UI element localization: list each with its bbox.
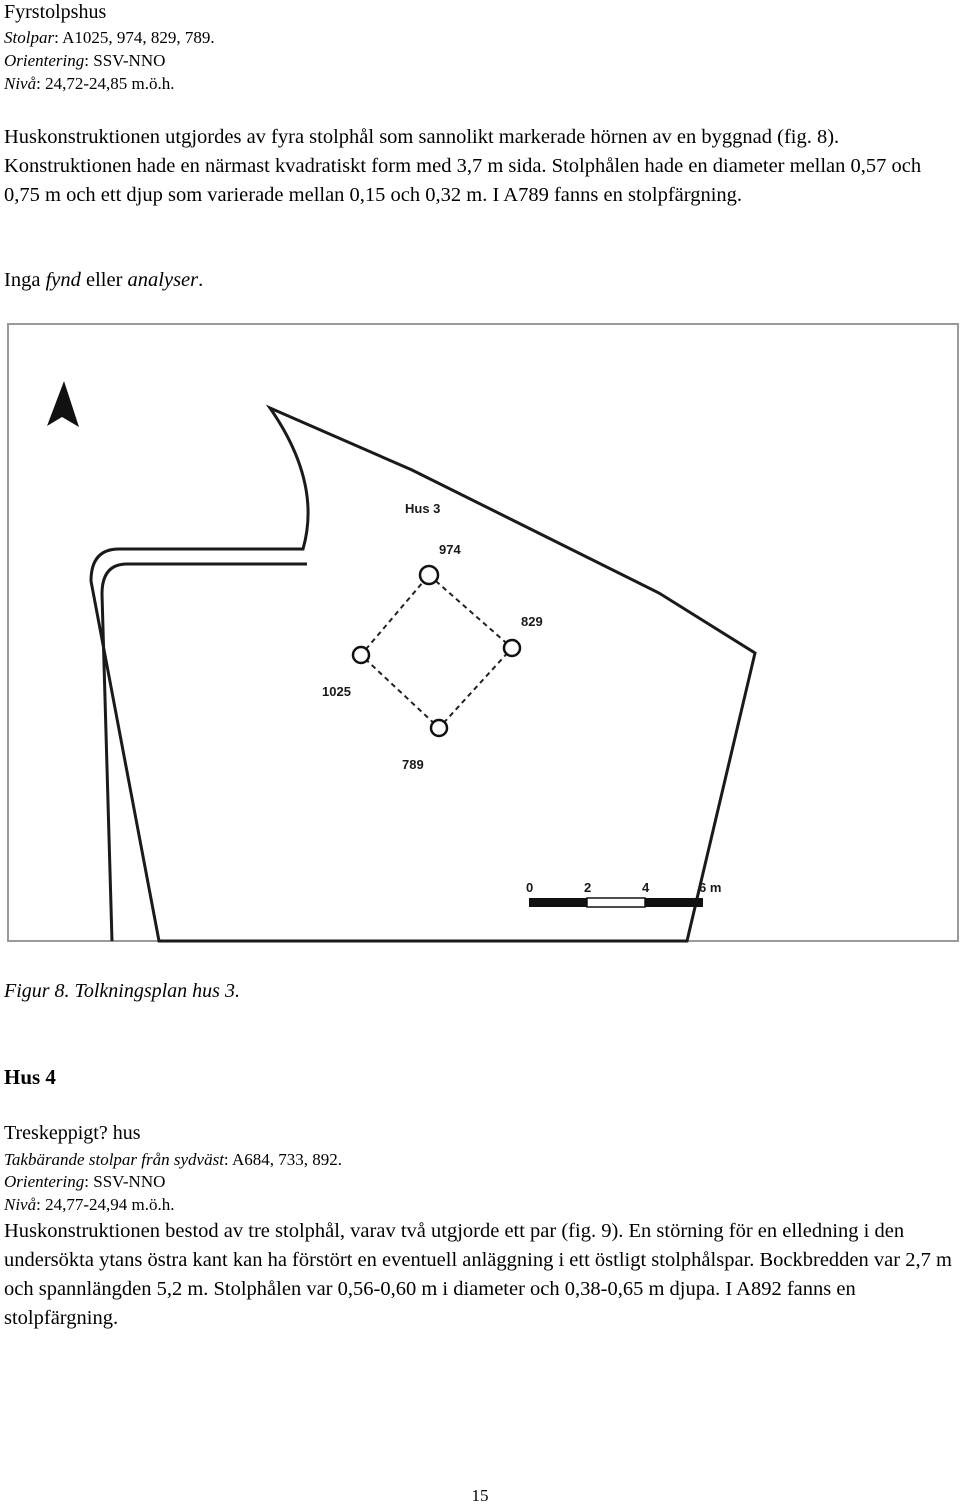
scale-segment-1 xyxy=(529,898,587,907)
posthole-974 xyxy=(418,564,440,586)
analyser-term: analyser xyxy=(127,269,199,291)
house-label: Hus 3 xyxy=(405,501,440,516)
scale-tick-4: 4 xyxy=(642,880,650,895)
orientering-label: Orientering xyxy=(4,51,85,70)
post-label-829: 829 xyxy=(521,614,543,629)
stolpar-line: Stolpar: A1025, 974, 829, 789. xyxy=(4,26,954,49)
posthole-789 xyxy=(429,718,449,738)
figure-caption: Figur 8. Tolkningsplan hus 3. xyxy=(4,980,240,1002)
page-number: 15 xyxy=(471,1486,489,1505)
posthole-829 xyxy=(502,638,522,658)
hus4-niva-line: Nivå: 24,77-24,94 m.ö.h. xyxy=(4,1193,954,1216)
scale-tick-0: 0 xyxy=(526,880,533,895)
fynd-term: fynd xyxy=(45,269,81,291)
scale-bar: 0 2 4 6 m xyxy=(526,880,721,908)
niva-line: Nivå: 24,72-24,85 m.ö.h. xyxy=(4,72,954,95)
stolpar-value: : A1025, 974, 829, 789. xyxy=(54,28,215,47)
site-plan-svg: Hus 3 974 829 1025 789 0 2 4 6 m xyxy=(7,323,959,943)
finds-conjunction: eller xyxy=(80,269,128,291)
hus4-paragraph: Huskonstruktionen bestod av tre stolphål… xyxy=(4,1220,952,1329)
finds-period: . xyxy=(198,269,204,291)
north-arrow-icon xyxy=(47,381,79,427)
hus4-stolpar-value: : A684, 733, 892. xyxy=(223,1150,342,1169)
orientering-line: Orientering: SSV-NNO xyxy=(4,49,954,72)
hus4-orientering-value: : SSV-NNO xyxy=(84,1172,166,1191)
stolpar-label: Stolpar xyxy=(4,28,55,47)
description-paragraph: Huskonstruktionen utgjordes av fyra stol… xyxy=(4,126,922,206)
hus4-niva-value: : 24,77-24,94 m.ö.h. xyxy=(36,1195,175,1214)
posthole-1025 xyxy=(351,645,371,665)
hus4-orientering-label: Orientering xyxy=(4,1172,85,1191)
scale-tick-6m: 6 m xyxy=(699,880,721,895)
post-label-1025: 1025 xyxy=(322,684,351,699)
hus4-niva-label: Nivå xyxy=(4,1195,37,1214)
scale-tick-2: 2 xyxy=(584,880,591,895)
finds-prefix: Inga xyxy=(4,269,46,291)
orientering-value: : SSV-NNO xyxy=(84,51,166,70)
post-label-974: 974 xyxy=(439,542,461,557)
inner-wall-line xyxy=(100,562,307,942)
hus4-stolpar-label: Takbärande stolpar från sydväst xyxy=(4,1150,224,1169)
hus4-orientering-line: Orientering: SSV-NNO xyxy=(4,1170,954,1193)
niva-value: : 24,72-24,85 m.ö.h. xyxy=(36,74,175,93)
scale-segment-2 xyxy=(586,897,646,908)
figure-frame xyxy=(7,323,959,942)
finds-line: Inga fynd eller analyser. xyxy=(4,266,954,295)
section-title: Fyrstolpshus xyxy=(4,1,107,23)
hus4-stolpar-line: Takbärande stolpar från sydväst: A684, 7… xyxy=(4,1148,954,1171)
excavation-outline xyxy=(89,404,757,943)
site-plan-figure: Hus 3 974 829 1025 789 0 2 4 6 m xyxy=(7,323,959,943)
hus4-heading: Hus 4 xyxy=(4,1065,56,1089)
hus4-type: Treskeppigt? hus xyxy=(4,1122,141,1144)
niva-label: Nivå xyxy=(4,74,37,93)
post-label-789: 789 xyxy=(402,757,424,772)
scale-segment-3 xyxy=(645,898,703,907)
